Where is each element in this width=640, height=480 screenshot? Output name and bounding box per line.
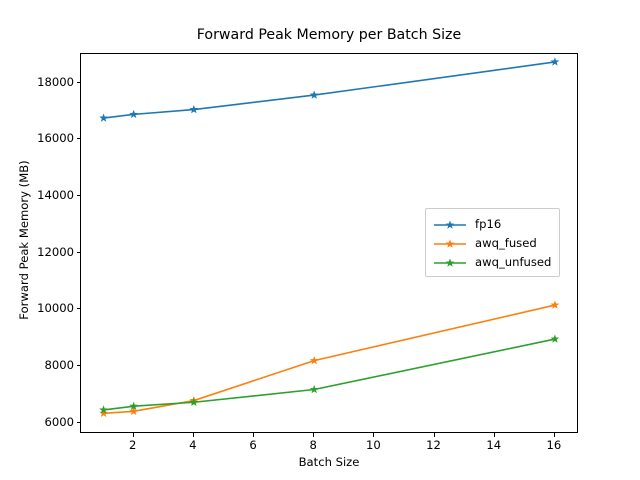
- x-tick-label: 14: [486, 438, 502, 452]
- plot-area: [80, 53, 578, 433]
- y-tick-mark: [76, 308, 80, 310]
- y-axis-label: Forward Peak Memory (MB): [17, 160, 31, 320]
- x-tick-mark: [433, 433, 435, 437]
- x-tick-label: 10: [365, 438, 381, 452]
- x-tick-label: 12: [426, 438, 441, 452]
- data-point-marker-awq_fused: [129, 406, 139, 416]
- series-line-awq_unfused: [102, 338, 556, 411]
- x-tick-label: 4: [189, 438, 197, 452]
- x-tick-label: 6: [249, 438, 257, 452]
- y-tick-label: 8000: [44, 357, 74, 372]
- x-axis-label: Batch Size: [298, 455, 360, 469]
- y-tick-mark: [76, 421, 80, 423]
- legend-item-fp16: fp16: [432, 214, 551, 233]
- data-point-marker-fp16: [189, 104, 199, 114]
- y-tick-mark: [76, 194, 80, 197]
- x-tick-label: 16: [546, 438, 562, 452]
- data-point-marker-awq_unfused: [309, 384, 319, 394]
- legend-swatch-awq_unfused: [432, 255, 468, 269]
- y-tick-mark: [76, 138, 80, 140]
- plot-svg: [99, 57, 560, 418]
- x-tick-mark: [253, 433, 255, 437]
- y-tick-mark: [76, 364, 80, 367]
- x-tick-label: 8: [309, 438, 317, 452]
- x-tick-mark: [493, 433, 495, 437]
- x-tick-mark: [373, 433, 375, 437]
- legend-label: fp16: [475, 216, 502, 231]
- y-tick-label: 10000: [37, 301, 74, 316]
- x-tick-label: 2: [128, 438, 137, 452]
- data-point-marker-fp16: [129, 109, 139, 119]
- data-point-marker-fp16: [309, 90, 319, 99]
- legend-swatch-fp16: [432, 217, 468, 231]
- x-tick-mark: [553, 433, 556, 437]
- y-tick-mark: [76, 251, 80, 253]
- legend-item-awq_fused: awq_fused: [432, 233, 551, 252]
- data-point-marker-fp16: [99, 113, 108, 122]
- legend-swatch-awq_fused: [432, 236, 468, 250]
- y-tick-label: 14000: [37, 187, 74, 202]
- y-tick-label: 6000: [44, 414, 74, 429]
- legend-label: awq_fused: [475, 235, 537, 250]
- legend-item-awq_unfused: awq_unfused: [432, 252, 551, 271]
- y-tick-label: 16000: [37, 131, 74, 146]
- x-tick-mark: [192, 433, 194, 437]
- data-point-marker-awq_fused: [99, 408, 108, 418]
- x-tick-mark: [132, 433, 134, 437]
- y-tick-mark: [76, 81, 80, 83]
- data-point-marker-awq_fused: [309, 356, 319, 365]
- legend-label: awq_unfused: [475, 254, 552, 269]
- data-point-marker-awq_unfused: [129, 401, 139, 410]
- data-point-marker-fp16: [550, 57, 560, 66]
- series-line-fp16: [102, 61, 556, 119]
- data-point-marker-awq_fused: [550, 300, 560, 309]
- data-point-marker-awq_unfused: [550, 334, 560, 343]
- legend: fp16 awq_fused awq_unfused: [425, 208, 561, 277]
- data-point-marker-awq_unfused: [99, 405, 108, 414]
- y-tick-label: 12000: [37, 244, 74, 259]
- chart-title: Forward Peak Memory per Batch Size: [196, 27, 462, 43]
- y-tick-label: 18000: [37, 74, 74, 89]
- data-point-marker-awq_unfused: [189, 397, 199, 406]
- y-axis-tick-labels: 6000 8000 10000 12000 14000 16000 18000: [0, 0, 74, 480]
- series-line-awq_fused: [102, 304, 556, 415]
- x-tick-mark: [313, 433, 315, 437]
